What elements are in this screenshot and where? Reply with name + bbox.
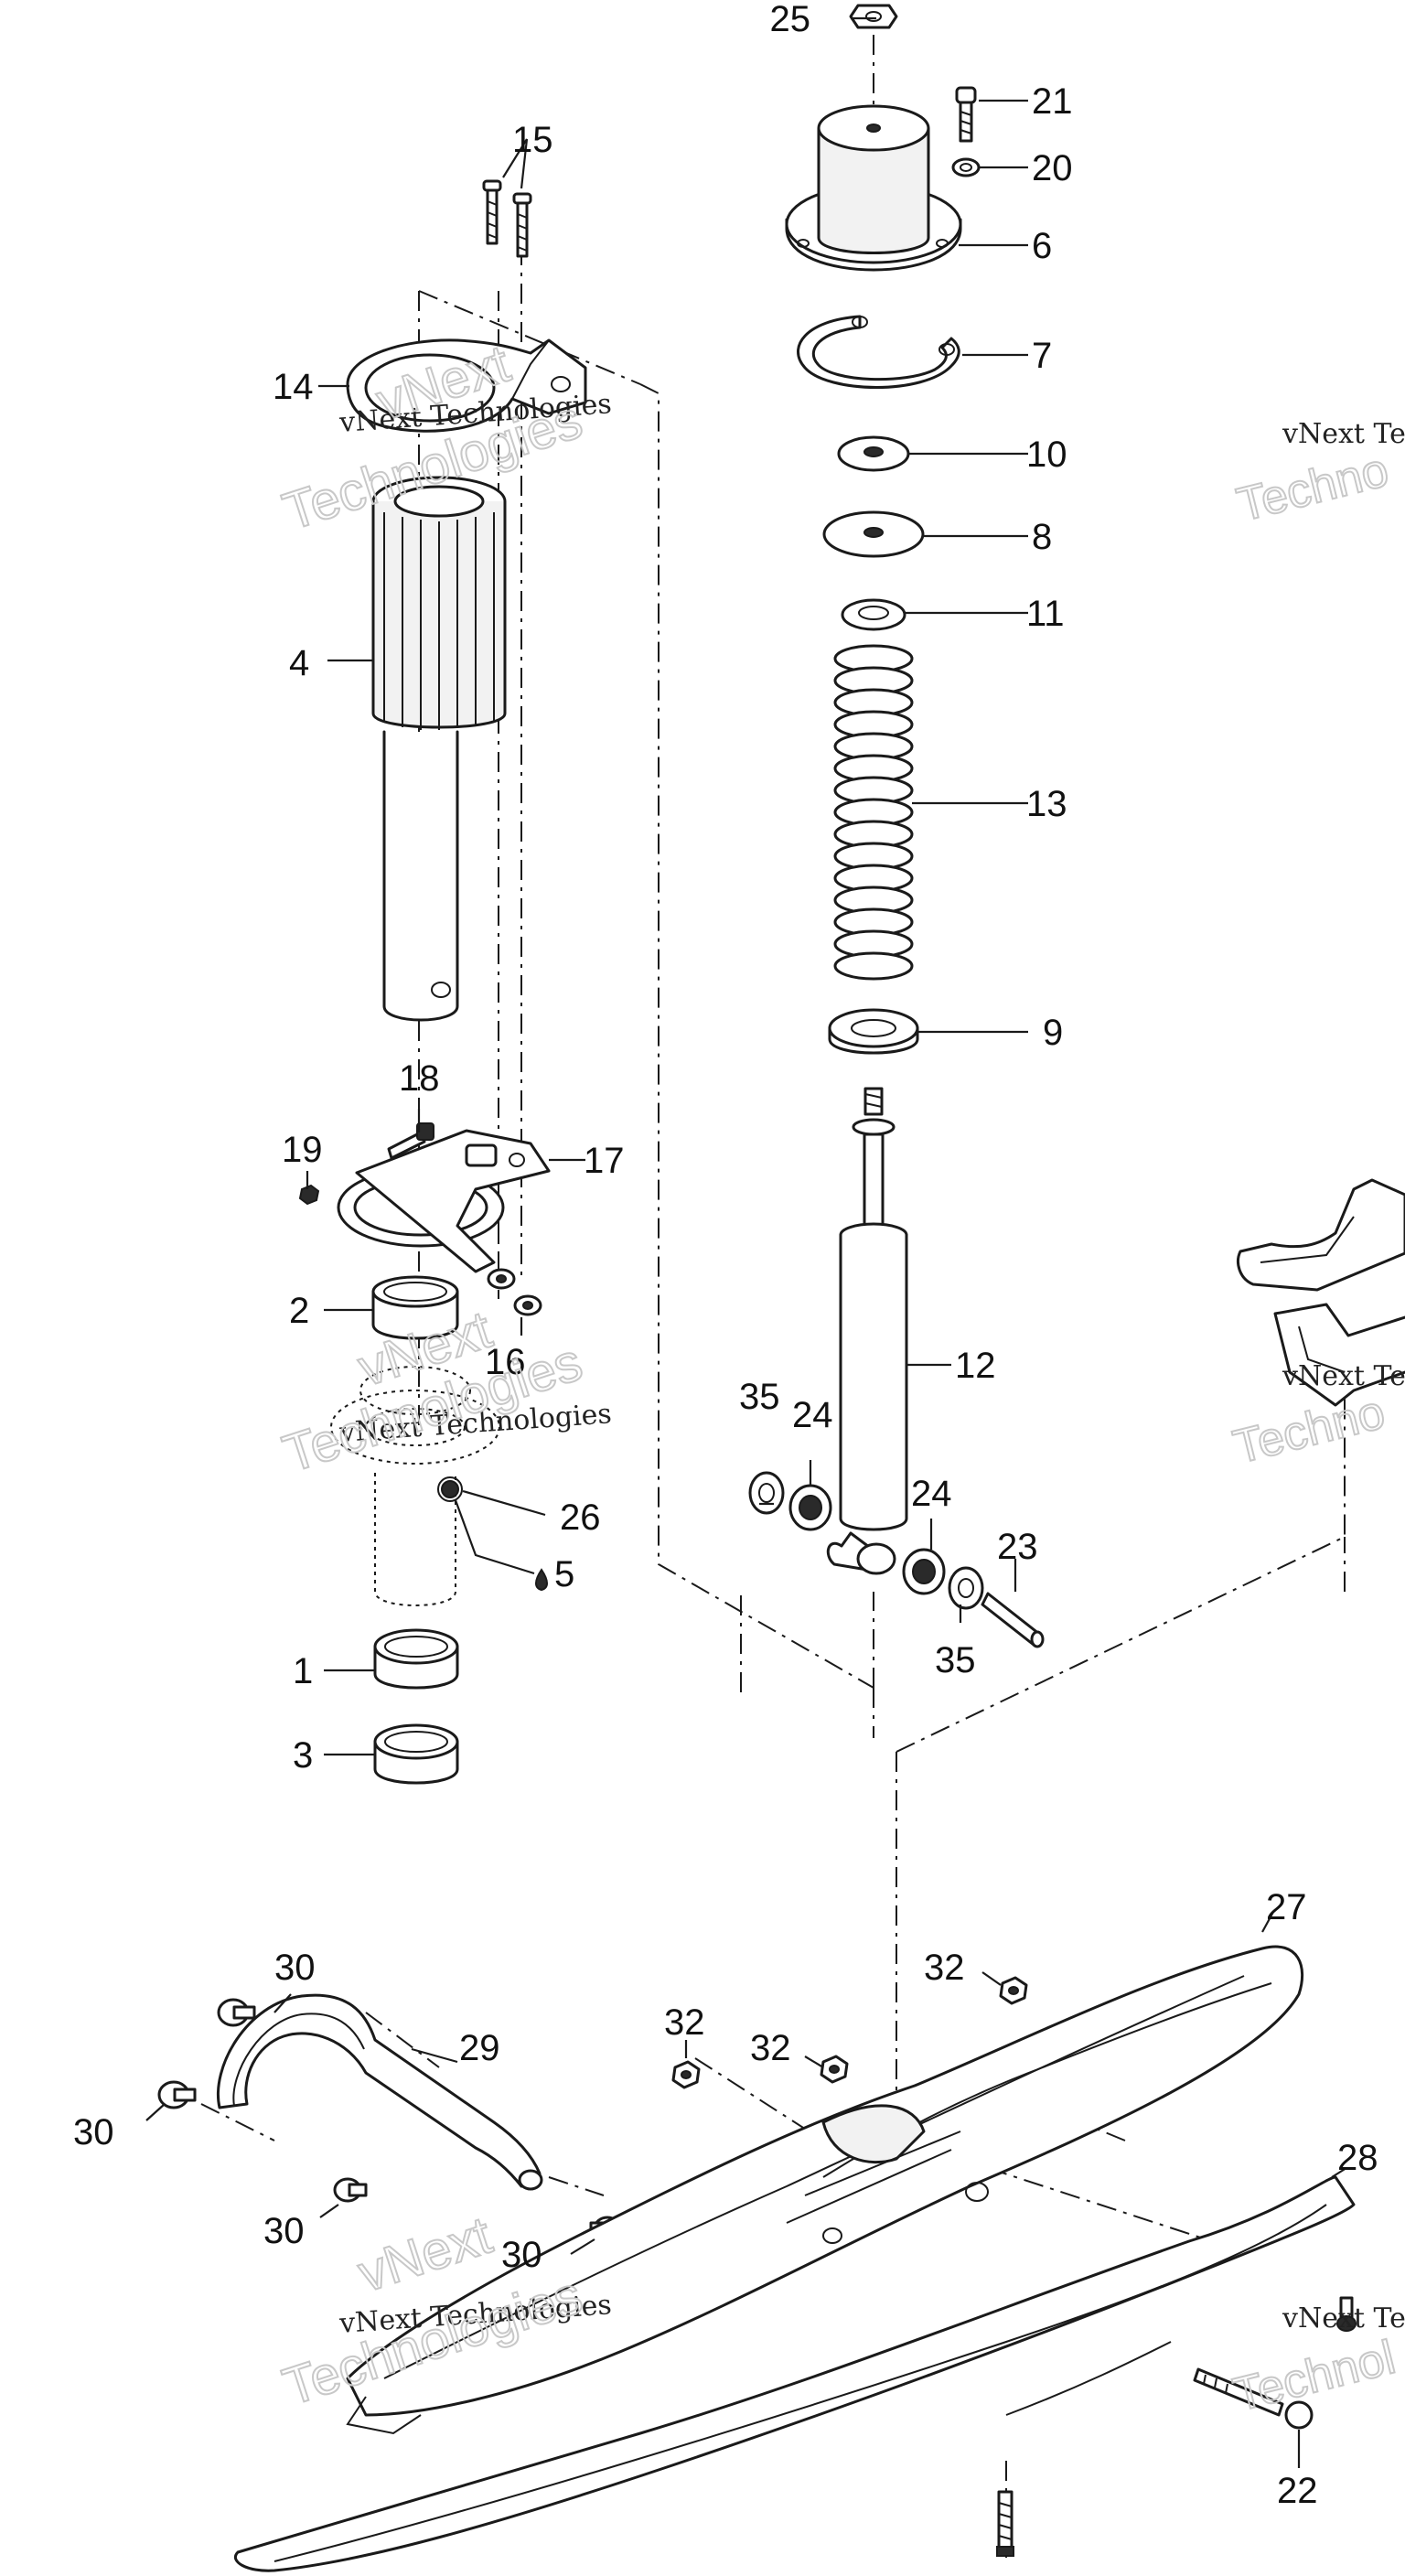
callout-25: 25 bbox=[770, 0, 811, 39]
screw-right-partial bbox=[1336, 2296, 1357, 2332]
housing-dotted bbox=[330, 1366, 500, 1606]
callout-22: 22 bbox=[1277, 2471, 1318, 2511]
nuts-16 bbox=[487, 1268, 542, 1316]
plate-8 bbox=[822, 510, 925, 558]
stud-bottom bbox=[996, 2490, 1014, 2557]
callout-29: 29 bbox=[459, 2028, 500, 2068]
callout-26: 26 bbox=[560, 1497, 601, 1538]
pin-23 bbox=[981, 1592, 1045, 1648]
callout-9: 9 bbox=[1043, 1013, 1063, 1053]
callout-27: 27 bbox=[1266, 1887, 1307, 1927]
shock-absorber-12 bbox=[826, 1087, 908, 1575]
ring-1 bbox=[373, 1628, 459, 1690]
watermark-company-right-3: vNext Te bbox=[1282, 2302, 1405, 2334]
washer-35-left bbox=[748, 1471, 785, 1515]
callout-15: 15 bbox=[512, 120, 553, 160]
spring-13 bbox=[833, 644, 914, 981]
washer-20 bbox=[951, 157, 981, 177]
screw-30-c bbox=[333, 2177, 368, 2203]
nut-25 bbox=[849, 4, 898, 29]
callout-32-a: 32 bbox=[664, 2002, 705, 2043]
spring-cap-6 bbox=[785, 104, 962, 272]
callout-30-c: 30 bbox=[263, 2211, 305, 2251]
callout-30-b: 30 bbox=[73, 2112, 114, 2152]
watermark-brand-right-2: Techno bbox=[1228, 1386, 1390, 1475]
callout-35-right: 35 bbox=[935, 1640, 976, 1680]
callout-10: 10 bbox=[1026, 435, 1067, 475]
callout-18: 18 bbox=[399, 1058, 440, 1099]
clamp-14 bbox=[346, 338, 587, 433]
watermark-brand-right-1: Techno bbox=[1232, 444, 1394, 532]
callout-1: 1 bbox=[293, 1651, 313, 1691]
watermark-company-right-1: vNext Te bbox=[1282, 418, 1405, 450]
ring-3 bbox=[373, 1723, 459, 1785]
callout-4: 4 bbox=[289, 643, 309, 683]
callout-35-left: 35 bbox=[739, 1377, 780, 1417]
nut-19 bbox=[298, 1184, 320, 1206]
nut-32-c bbox=[999, 1976, 1028, 2005]
callout-32-c: 32 bbox=[924, 1948, 965, 1988]
nut-32-a bbox=[671, 2060, 701, 2089]
callout-19: 19 bbox=[282, 1130, 323, 1170]
screw-21 bbox=[955, 86, 977, 143]
bolt-22 bbox=[1193, 2367, 1314, 2430]
callout-6: 6 bbox=[1032, 226, 1052, 266]
callout-5: 5 bbox=[554, 1554, 574, 1594]
callout-24-right: 24 bbox=[911, 1474, 952, 1514]
splined-tube-4 bbox=[371, 476, 507, 1022]
bracket-partial bbox=[1237, 1178, 1405, 1407]
callout-21: 21 bbox=[1032, 81, 1073, 122]
leader-lines bbox=[145, 16, 1347, 2468]
bolt-18 bbox=[387, 1122, 434, 1160]
spring-seat-9 bbox=[828, 1008, 919, 1055]
callout-7: 7 bbox=[1032, 336, 1052, 376]
callout-11: 11 bbox=[1026, 594, 1065, 634]
ski-runner-28 bbox=[234, 2175, 1356, 2572]
oil-drop-icon bbox=[535, 1568, 548, 1592]
washer-11 bbox=[841, 598, 906, 631]
ski-handle-29 bbox=[217, 1993, 543, 2191]
callout-28: 28 bbox=[1337, 2138, 1378, 2178]
callout-16: 16 bbox=[485, 1342, 526, 1382]
callout-32-b: 32 bbox=[750, 2028, 791, 2068]
watermark-brand-right-3: Technol bbox=[1228, 2331, 1400, 2422]
callout-17: 17 bbox=[584, 1141, 625, 1181]
callout-2: 2 bbox=[289, 1291, 309, 1331]
callout-24-left: 24 bbox=[792, 1395, 833, 1435]
callout-13: 13 bbox=[1026, 784, 1067, 824]
retaining-ring-7 bbox=[797, 315, 960, 389]
callout-3: 3 bbox=[293, 1735, 313, 1776]
callout-30-d: 30 bbox=[501, 2235, 542, 2275]
washer-35-right bbox=[948, 1566, 984, 1610]
callout-12: 12 bbox=[955, 1346, 996, 1386]
callout-8: 8 bbox=[1032, 517, 1052, 557]
screw-30-a bbox=[217, 1998, 256, 2027]
screw-30-b bbox=[157, 2080, 197, 2109]
callout-numbers: 25 21 20 6 7 10 8 11 13 9 12 35 24 24 23… bbox=[73, 0, 1378, 2511]
bushing-24-right bbox=[902, 1548, 946, 1595]
callout-20: 20 bbox=[1032, 148, 1073, 188]
bushing-2 bbox=[371, 1275, 459, 1340]
callout-14: 14 bbox=[273, 367, 314, 407]
grease-fitting-26 bbox=[437, 1476, 463, 1502]
nut-32-b bbox=[820, 2055, 849, 2084]
watermark-company-right-2: vNext Te bbox=[1282, 1360, 1405, 1392]
bushing-24-left bbox=[788, 1484, 832, 1531]
callout-30-a: 30 bbox=[274, 1948, 316, 1988]
ski-27 bbox=[346, 1945, 1304, 2435]
bolt-15-pair bbox=[482, 179, 532, 258]
steering-arm-17 bbox=[337, 1129, 551, 1273]
washer-10 bbox=[837, 435, 910, 472]
callout-23: 23 bbox=[997, 1527, 1038, 1567]
